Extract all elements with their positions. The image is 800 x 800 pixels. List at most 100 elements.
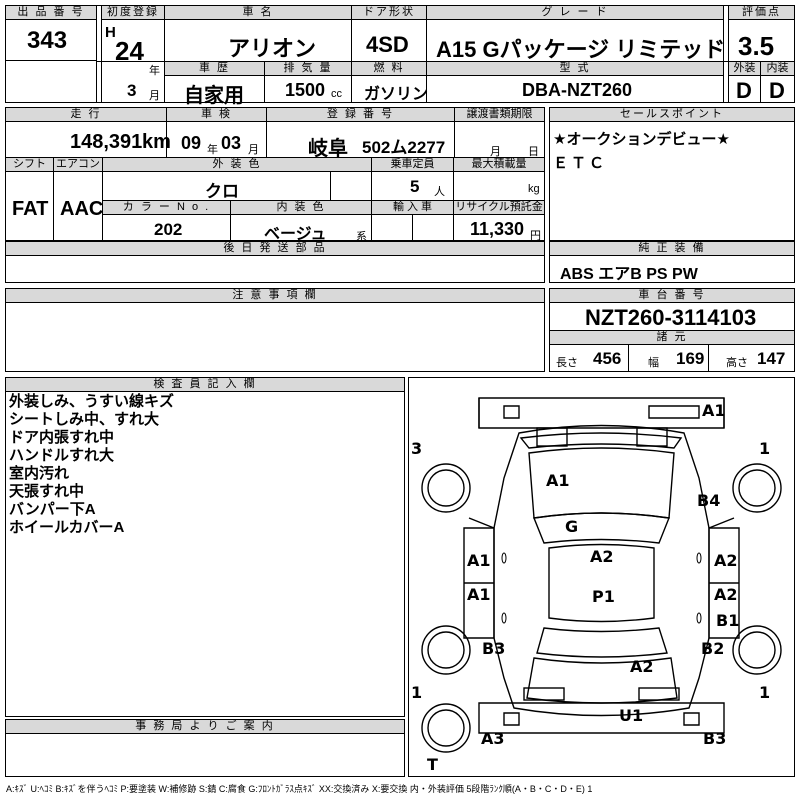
length-value: 456	[593, 349, 622, 368]
tire-rear-right: 1	[759, 683, 770, 702]
score-header: 評価点	[729, 6, 794, 20]
top-info-block	[5, 5, 795, 103]
car-damage-diagram: 3 1 1 1 T A1 A1 B4 G A1 A2 A2 A1 P1 A2 B…	[411, 397, 782, 774]
sales-point-header: セールスポイント	[550, 108, 794, 122]
import-header: 輸 入 車	[372, 201, 453, 215]
specs-header: 諸 元	[550, 331, 794, 345]
damage-mark: P1	[592, 587, 615, 606]
first-reg-month: 3	[127, 81, 137, 100]
lot-header: 出 品 番 号	[6, 6, 96, 20]
damage-mark: G	[565, 517, 578, 536]
shift-header: シフト	[6, 158, 53, 172]
damage-mark: B1	[716, 611, 739, 630]
mileage-unit: km	[142, 131, 171, 153]
chassis-header: 車 台 番 号	[550, 289, 794, 303]
genuine-equipment: ABS エアB PS PW	[560, 266, 698, 283]
damage-mark: A1	[467, 585, 491, 604]
transfer-header: 譲渡書類期限	[455, 108, 544, 122]
mileage: 148,391	[70, 131, 143, 153]
recycle-header: リサイクル預託金	[454, 201, 544, 215]
tire-front-right: 1	[759, 439, 770, 458]
color-no-header: カ ラ ー N o .	[103, 201, 230, 215]
damage-mark: A2	[630, 657, 654, 676]
damage-mark: A2	[590, 547, 614, 566]
month-unit: 月	[149, 90, 160, 102]
height-label: 高さ	[726, 357, 748, 369]
damage-mark: B4	[697, 491, 720, 510]
inspector-header: 検 査 員 記 入 欄	[6, 378, 404, 392]
damage-mark: A2	[714, 585, 738, 604]
car-history: 自家用	[184, 85, 244, 107]
ext-color: クロ	[205, 182, 239, 201]
car-name-header: 車 名	[165, 6, 351, 20]
inspection-year: 09	[181, 133, 202, 153]
capacity-unit: 人	[434, 186, 445, 198]
chassis-number: NZT260-3114103	[585, 305, 757, 330]
damage-mark: A1	[546, 471, 570, 490]
mileage-header: 走 行	[6, 108, 166, 122]
grade: A15 Gパッケージ リミテッド	[436, 37, 726, 62]
inspector-note: 外装しみ、うすい線キズ	[9, 393, 175, 410]
inspector-note: 室内汚れ	[9, 465, 70, 482]
detail-block	[5, 107, 545, 241]
sales-point-2: ＥＴＣ	[553, 155, 608, 172]
era: H	[105, 24, 116, 41]
exterior-header: 外装	[729, 62, 760, 76]
grade-header: グ レ ー ド	[427, 6, 723, 20]
reg-number: 502ム2277	[362, 138, 446, 157]
inspection-header: 車 検	[167, 108, 266, 122]
color-no: 202	[154, 220, 183, 239]
recycle-unit: 円	[530, 230, 541, 242]
damage-mark: U1	[619, 706, 643, 725]
inspector-notes-block	[5, 377, 405, 717]
tire-rear-left: 1	[411, 683, 422, 702]
damage-marks: A1 A1 B4 G A1 A2 A2 A1 P1 A2 B1 B3 B2 A2…	[467, 401, 739, 748]
damage-mark: B3	[482, 639, 505, 658]
first-reg-header: 初度登録	[102, 6, 164, 20]
first-reg-year: 24	[115, 36, 144, 66]
damage-mark: A1	[702, 401, 726, 420]
sales-point-1: ★オークションデビュー★	[553, 131, 730, 148]
reg-area: 岐阜	[308, 138, 348, 160]
max-load-header: 最大積載量	[454, 158, 544, 172]
damage-mark: B2	[701, 639, 724, 658]
shift-type: FAT	[12, 198, 49, 220]
capacity-header: 乗車定員	[372, 158, 453, 172]
capacity: 5	[410, 177, 420, 196]
length-label: 長さ	[556, 357, 578, 369]
fuel: ガソリン	[364, 86, 429, 103]
damage-mark: A3	[481, 729, 505, 748]
height-value: 147	[757, 349, 786, 368]
door-header: ドア形状	[352, 6, 426, 20]
int-color-suffix: 系	[356, 231, 367, 243]
interior-grade: D	[769, 78, 785, 103]
displacement-header: 排 気 量	[265, 62, 351, 76]
max-load-unit: kg	[528, 183, 540, 195]
fuel-header: 燃 料	[352, 62, 426, 76]
model-code: DBA-NZT260	[522, 80, 633, 100]
exterior-grade: D	[736, 78, 752, 103]
tire-spare: T	[427, 755, 438, 774]
lot-number: 343	[27, 27, 68, 54]
inspector-note: 天張すれ中	[9, 483, 85, 500]
sales-point-block	[549, 107, 795, 241]
damage-mark: A2	[714, 551, 738, 570]
inspection-year-unit: 年	[207, 144, 218, 156]
transfer-month: 月	[490, 146, 501, 158]
inspector-note: ホイールカバーA	[9, 519, 125, 536]
width-value: 169	[676, 349, 705, 368]
recycle-deposit: 11,330	[470, 219, 525, 239]
inspector-note: ハンドルすれ大	[9, 447, 115, 464]
inspection-month: 03	[221, 133, 242, 153]
history-header: 車 歴	[165, 62, 264, 76]
office-header: 事 務 局 よ り ご 案 内	[6, 720, 404, 734]
later-parts-header: 後 日 発 送 部 品	[6, 242, 544, 256]
model-header: 型 式	[427, 62, 723, 76]
ext-color-header: 外 装 色	[103, 158, 371, 172]
damage-mark: A1	[467, 551, 491, 570]
inspection-month-unit: 月	[248, 144, 259, 156]
interior-header: 内装	[761, 62, 794, 76]
displacement: 1500	[285, 80, 326, 100]
transfer-day: 日	[528, 146, 539, 158]
caution-header: 注 意 事 項 欄	[6, 289, 544, 303]
